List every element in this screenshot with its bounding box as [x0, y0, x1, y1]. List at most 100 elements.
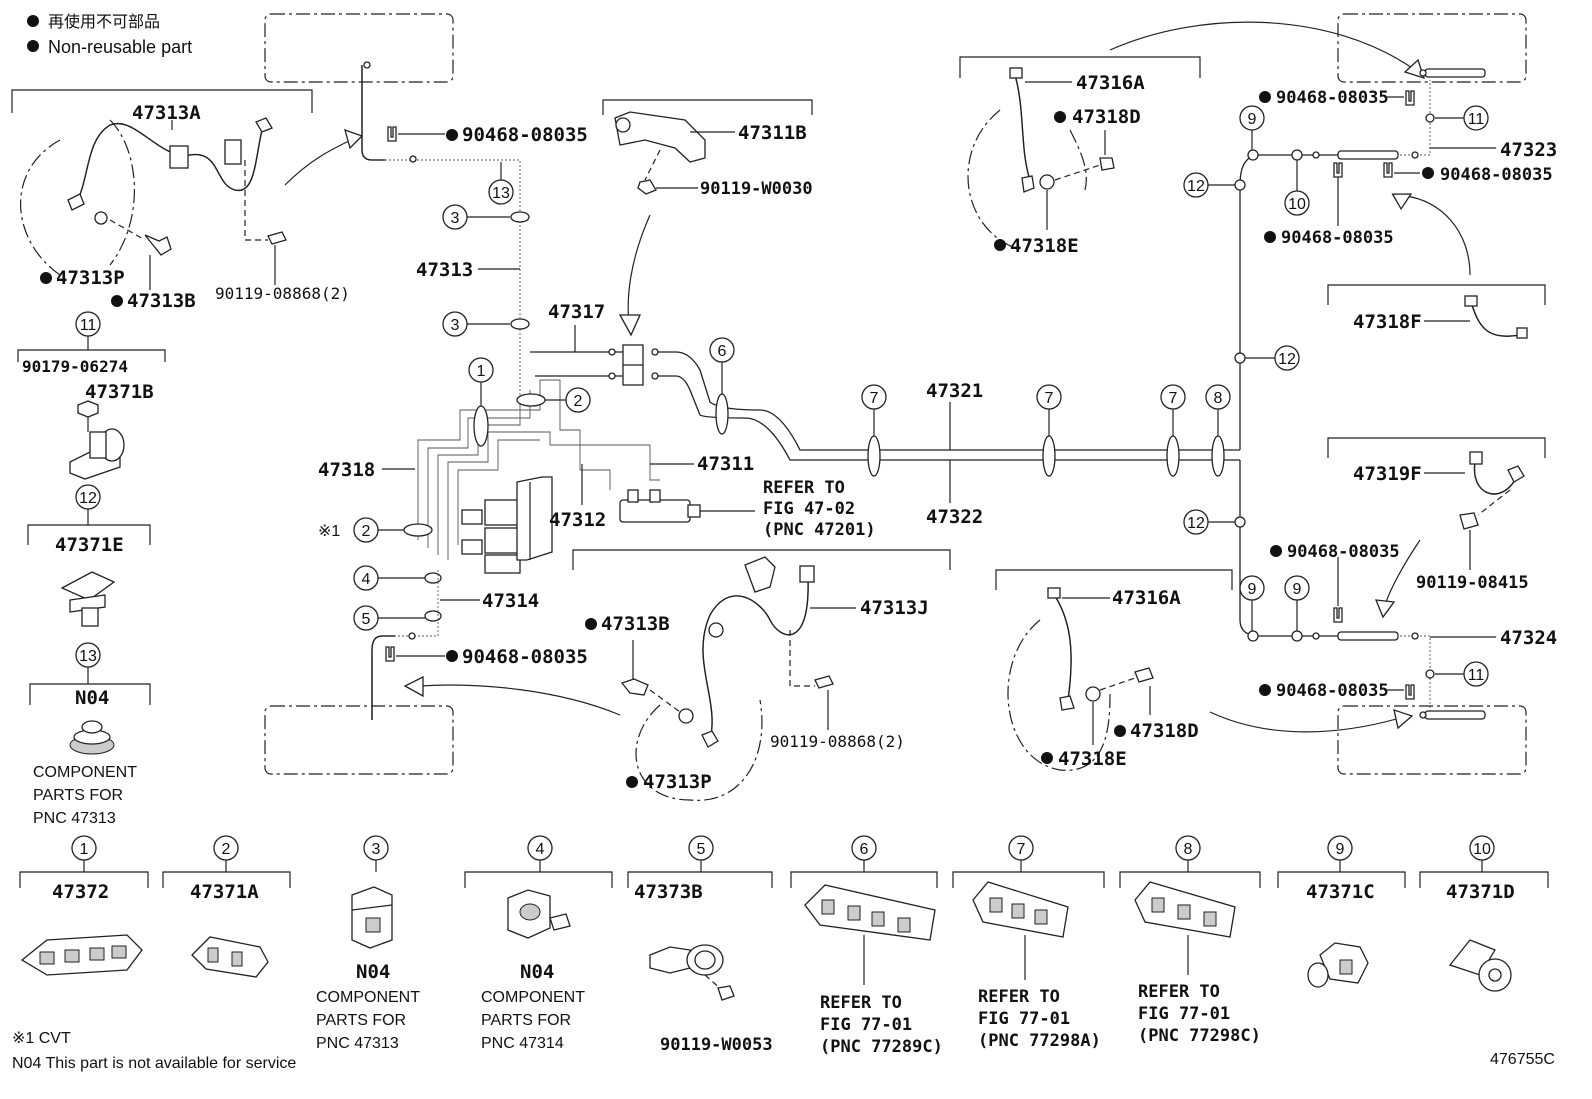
connection-box-bottom-left — [264, 705, 454, 775]
label-47318[interactable]: 47318 — [318, 459, 375, 481]
label-47313[interactable]: 47313 — [416, 259, 473, 281]
part-n04-3[interactable]: N04 — [356, 961, 390, 983]
svg-text:3: 3 — [372, 841, 381, 858]
svg-text:11: 11 — [1468, 667, 1485, 684]
label-90468-08035-r5[interactable]: 90468-08035 — [1276, 681, 1389, 701]
abs-actuator-cluster: 1 2 47318 ※1 2 47312 47311 — [318, 357, 754, 574]
label-47311B[interactable]: 47311B — [738, 122, 807, 144]
clip-90468-bottom-left: 90468-08035 — [385, 646, 588, 668]
label-90468-08035-bottom-left[interactable]: 90468-08035 — [462, 646, 588, 668]
label-90468-08035-r1[interactable]: 90468-08035 — [1276, 88, 1389, 108]
svg-text:9: 9 — [1336, 841, 1345, 858]
footnote-n04: N04 This part is not available for servi… — [12, 1055, 296, 1072]
label-90119-08868-mid[interactable]: 90119-08868(2) — [770, 732, 905, 751]
svg-text:COMPONENT: COMPONENT — [316, 989, 420, 1006]
label-n04-left[interactable]: N04 — [75, 687, 109, 709]
label-47371E[interactable]: 47371E — [55, 534, 124, 556]
svg-text:10: 10 — [1288, 196, 1306, 213]
svg-text:COMPONENT: COMPONENT — [481, 989, 585, 1006]
part-47373B[interactable]: 47373B — [634, 881, 703, 903]
label-47371B[interactable]: 47371B — [85, 381, 154, 403]
svg-text:6: 6 — [860, 841, 869, 858]
label-47313P-top[interactable]: 47313P — [56, 267, 125, 289]
svg-text:11: 11 — [80, 317, 97, 334]
refer-47-line3: (PNC 47201) — [763, 520, 876, 540]
group-47316A-bottom: 47316A 47318D 47318E — [995, 569, 1233, 771]
label-47316A-bottom[interactable]: 47316A — [1112, 587, 1181, 609]
part-47371D[interactable]: 47371D — [1446, 881, 1515, 903]
label-47318D-top[interactable]: 47318D — [1072, 106, 1141, 128]
svg-text:12: 12 — [1278, 351, 1296, 368]
svg-text:PARTS FOR: PARTS FOR — [481, 1012, 571, 1029]
svg-text:2: 2 — [574, 393, 583, 410]
label-47313J[interactable]: 47313J — [860, 597, 929, 619]
connection-box-top — [264, 13, 454, 83]
svg-text:7: 7 — [870, 390, 879, 407]
label-90119-08868-top[interactable]: 90119-08868(2) — [215, 284, 350, 303]
svg-text:7: 7 — [1169, 390, 1178, 407]
svg-text:10: 10 — [1473, 841, 1491, 858]
label-47312[interactable]: 47312 — [549, 509, 606, 531]
master-cylinder: REFER TO FIG 47-02 (PNC 47201) — [619, 478, 876, 540]
svg-text:13: 13 — [79, 648, 97, 665]
label-47323[interactable]: 47323 — [1500, 139, 1557, 161]
label-90119-08415[interactable]: 90119-08415 — [1416, 573, 1529, 593]
label-47322[interactable]: 47322 — [926, 506, 983, 528]
label-47313P-mid[interactable]: 47313P — [643, 771, 712, 793]
label-47314[interactable]: 47314 — [482, 590, 539, 612]
svg-text:(PNC 77298C): (PNC 77298C) — [1138, 1026, 1261, 1046]
svg-text:4: 4 — [536, 841, 545, 858]
group-47319F: 47319F 90119-08415 — [1327, 437, 1546, 619]
svg-text:REFER TO: REFER TO — [978, 987, 1060, 1007]
legend-en: Non-reusable part — [48, 37, 192, 57]
label-47311[interactable]: 47311 — [697, 453, 754, 475]
figure-code: 476755C — [1490, 1051, 1555, 1068]
label-90119-W0030[interactable]: 90119-W0030 — [700, 179, 813, 199]
svg-text:13: 13 — [492, 185, 510, 202]
label-47313A[interactable]: 47313A — [132, 102, 201, 124]
connection-box-top-right — [1337, 13, 1527, 83]
label-47318F[interactable]: 47318F — [1353, 311, 1422, 333]
svg-text:9: 9 — [1293, 581, 1302, 598]
label-90468-08035-r2[interactable]: 90468-08035 — [1440, 165, 1553, 185]
label-47318E-bottom[interactable]: 47318E — [1058, 748, 1127, 770]
svg-text:REFER TO: REFER TO — [820, 993, 902, 1013]
component-note-line1: COMPONENT — [33, 764, 137, 781]
part-47372[interactable]: 47372 — [52, 881, 109, 903]
label-47319F[interactable]: 47319F — [1353, 463, 1422, 485]
svg-text:2: 2 — [222, 841, 231, 858]
label-47321[interactable]: 47321 — [926, 380, 983, 402]
left-column-parts: 11 90179-06274 47371B 12 47371E 13 N04 C… — [17, 311, 166, 827]
label-47317[interactable]: 47317 — [548, 301, 605, 323]
svg-text:2: 2 — [362, 523, 371, 540]
group-47311B: 47311B 90119-W0030 — [602, 99, 813, 337]
svg-text:12: 12 — [79, 490, 97, 507]
cvt-mark: ※1 — [318, 523, 340, 540]
svg-text:8: 8 — [1214, 390, 1223, 407]
svg-text:PNC 47313: PNC 47313 — [316, 1035, 399, 1052]
label-47324[interactable]: 47324 — [1500, 627, 1557, 649]
svg-text:3: 3 — [451, 317, 460, 334]
part-47371C[interactable]: 47371C — [1306, 881, 1375, 903]
label-47313B-top[interactable]: 47313B — [127, 290, 196, 312]
legend-jp: 再使用不可部品 — [48, 13, 160, 31]
component-note-line3: PNC 47313 — [33, 810, 116, 827]
svg-text:(PNC 77289C): (PNC 77289C) — [820, 1037, 943, 1057]
label-90468-08035-r4[interactable]: 90468-08035 — [1287, 542, 1400, 562]
svg-text:5: 5 — [697, 841, 706, 858]
part-n04-4[interactable]: N04 — [520, 961, 554, 983]
label-47318E-top[interactable]: 47318E — [1010, 235, 1079, 257]
svg-text:7: 7 — [1045, 390, 1054, 407]
group-47316A-top: 47316A 47318D 47318E — [959, 56, 1201, 257]
label-90179-06274[interactable]: 90179-06274 — [22, 357, 128, 376]
part-47371A[interactable]: 47371A — [190, 881, 259, 903]
svg-text:12: 12 — [1187, 178, 1205, 195]
part-90119-W0053[interactable]: 90119-W0053 — [660, 1035, 773, 1055]
label-47318D-bottom[interactable]: 47318D — [1130, 720, 1199, 742]
label-90468-08035-top-left[interactable]: 90468-08035 — [462, 124, 588, 146]
label-47313B-mid[interactable]: 47313B — [601, 613, 670, 635]
non-reusable-dot-icon — [27, 15, 39, 27]
label-90468-08035-r3[interactable]: 90468-08035 — [1281, 228, 1394, 248]
svg-text:9: 9 — [1248, 581, 1257, 598]
label-47316A-top[interactable]: 47316A — [1076, 72, 1145, 94]
